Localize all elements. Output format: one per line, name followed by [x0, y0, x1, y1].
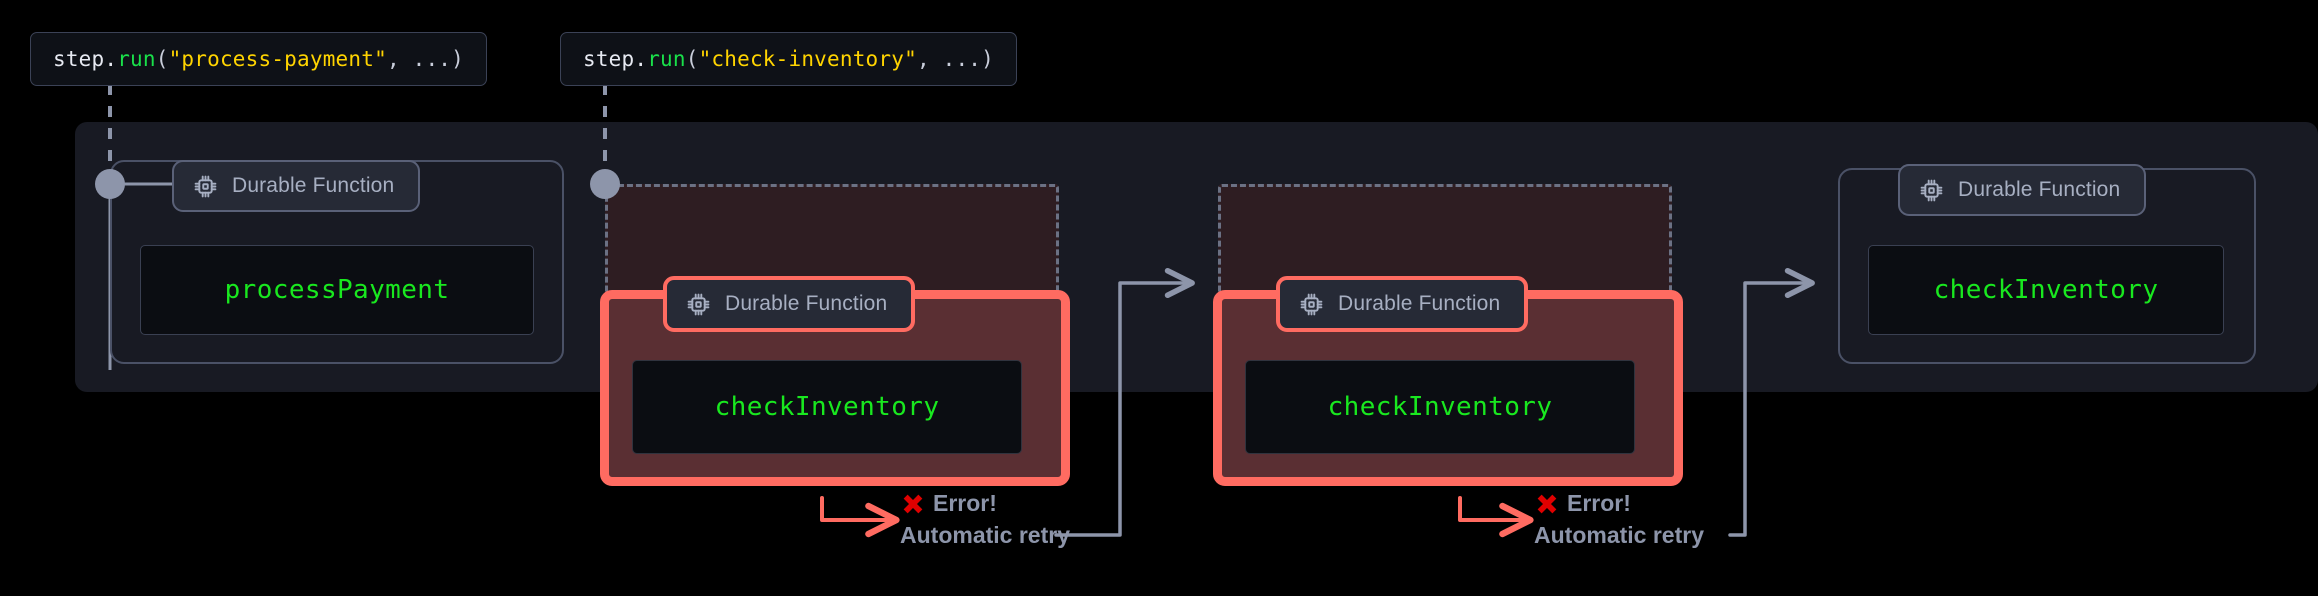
callout-open-paren: (: [685, 47, 699, 71]
badge-durable-function-2[interactable]: Durable Function: [663, 276, 916, 332]
callout-check-inventory[interactable]: step.run("check-inventory", ...): [560, 32, 1017, 86]
fnbox-process-payment[interactable]: processPayment: [140, 245, 534, 335]
retry-arrow-red-2: [1458, 496, 1534, 538]
badge-label: Durable Function: [725, 292, 888, 315]
callout-process-payment[interactable]: step.run("process-payment", ...): [30, 32, 487, 86]
callout-open-paren: (: [155, 47, 169, 71]
badge-label: Durable Function: [232, 174, 395, 197]
red-cross-icon: [1537, 494, 1557, 513]
error-title-row: Error!: [900, 490, 1070, 517]
badge-durable-function-3[interactable]: Durable Function: [1276, 276, 1529, 332]
callout-rest: , ...): [386, 47, 464, 71]
badge-durable-function-4[interactable]: Durable Function: [1898, 164, 2147, 216]
callout-object: step: [53, 47, 105, 71]
cpu-chip-icon: [1920, 179, 1943, 201]
error-subtitle: Automatic retry: [1534, 522, 1704, 548]
badge-durable-function-1[interactable]: Durable Function: [172, 160, 421, 212]
error-subtitle: Automatic retry: [900, 522, 1070, 548]
fnbox-check-inventory-2[interactable]: checkInventory: [1245, 360, 1635, 454]
retry-arrow-red-1: [820, 496, 900, 538]
callout-method: run: [117, 47, 156, 71]
callout-arg: "process-payment": [168, 47, 387, 71]
error-title: Error!: [1567, 490, 1631, 516]
red-cross-icon: [903, 494, 923, 513]
cpu-chip-icon: [687, 293, 710, 315]
error-title-row: Error!: [1534, 490, 1704, 517]
callout-rest: , ...): [916, 47, 994, 71]
badge-label: Durable Function: [1338, 292, 1501, 315]
callout-arg: "check-inventory": [698, 47, 917, 71]
function-name: processPayment: [224, 275, 450, 305]
error-annotation-1: Error! Automatic retry: [900, 490, 1070, 549]
function-name: checkInventory: [1327, 392, 1553, 422]
cpu-chip-icon: [1300, 293, 1323, 315]
badge-label: Durable Function: [1958, 178, 2121, 201]
fnbox-check-inventory-3[interactable]: checkInventory: [1868, 245, 2224, 335]
function-name: checkInventory: [1933, 275, 2159, 305]
error-annotation-2: Error! Automatic retry: [1534, 490, 1704, 549]
callout-dot: .: [104, 47, 118, 71]
function-name: checkInventory: [714, 392, 940, 422]
callout-dot: .: [634, 47, 648, 71]
callout-object: step: [583, 47, 635, 71]
error-title: Error!: [933, 490, 997, 516]
cpu-chip-icon: [194, 175, 217, 197]
callout-method: run: [647, 47, 686, 71]
fnbox-check-inventory-1[interactable]: checkInventory: [632, 360, 1022, 454]
